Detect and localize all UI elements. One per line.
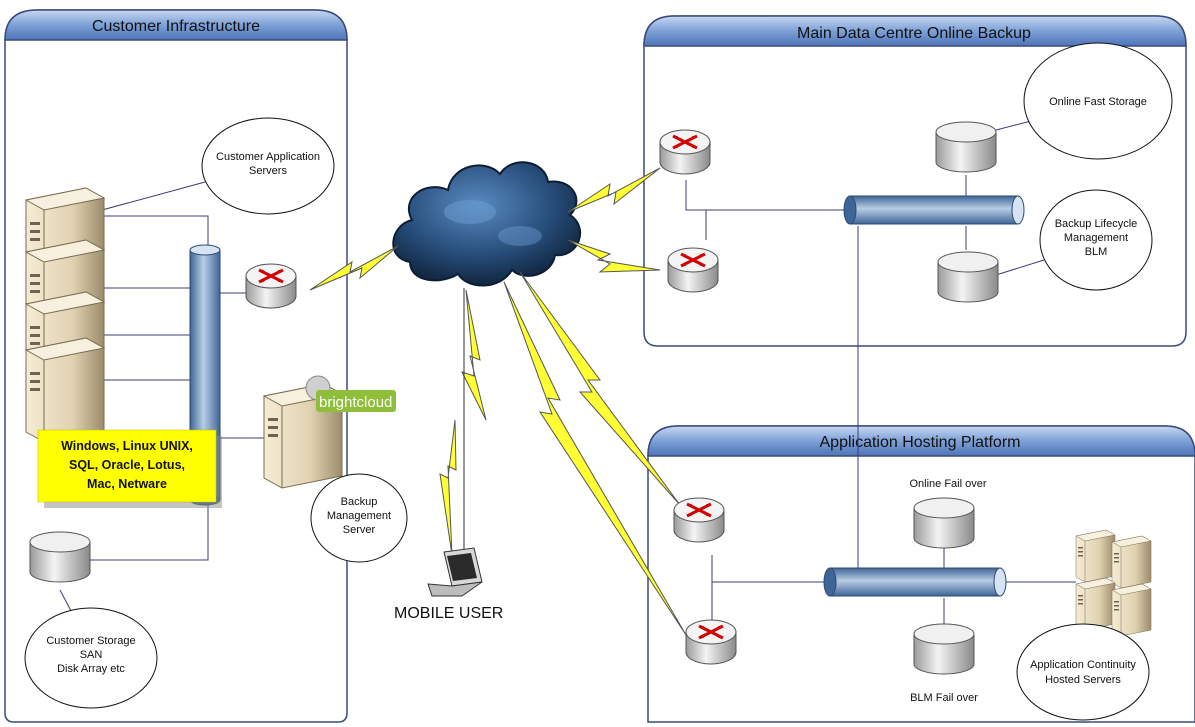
ah-router-bottom-icon: [684, 618, 738, 666]
callout-customer-app-servers: Customer Application Servers: [201, 117, 335, 215]
backup-management-server-icon: brightcloud: [263, 375, 396, 489]
internet-cloud-icon: [392, 161, 582, 287]
blm-fail-over-disk-icon: [913, 623, 975, 675]
callout-blm: Backup Lifecycle Management BLM: [1039, 189, 1153, 291]
svg-text:Customer Application: Customer Application: [216, 151, 320, 163]
svg-text:Backup Lifecycle: Backup Lifecycle: [1055, 218, 1138, 230]
svg-text:Disk Array etc: Disk Array etc: [57, 663, 125, 675]
dc-backbone-pipe: [843, 195, 1025, 225]
online-fail-over-label: Online Fail over: [909, 478, 986, 490]
blm-fail-over-label: BLM Fail over: [910, 692, 978, 704]
svg-text:SAN: SAN: [80, 649, 103, 661]
os-line-1: Windows, Linux UNIX,: [61, 439, 193, 453]
online-fast-storage-disk-icon: [935, 121, 997, 173]
panel-title-app-hosting: Application Hosting Platform: [820, 434, 1021, 451]
callout-backup-mgmt-server: Backup Management Server: [310, 473, 408, 563]
svg-text:BLM: BLM: [1085, 246, 1108, 258]
ah-router-top-icon: [672, 496, 726, 544]
svg-text:Online Fast Storage: Online Fast Storage: [1049, 96, 1147, 108]
callout-online-fast-storage: Online Fast Storage: [1023, 42, 1173, 160]
hosted-server-cluster: [1075, 529, 1152, 637]
svg-text:Application Continuity: Application Continuity: [1030, 659, 1136, 671]
dc-router-bottom-icon: [666, 246, 720, 294]
svg-text:Hosted Servers: Hosted Servers: [1045, 674, 1121, 686]
customer-storage-disk-icon: [29, 531, 91, 583]
customer-router-icon: [244, 262, 298, 310]
callout-customer-storage: Customer Storage SAN Disk Array etc: [24, 607, 158, 709]
mobile-user-laptop-icon: [427, 547, 483, 597]
svg-text:Server: Server: [343, 524, 376, 536]
panel-title-main-data-centre: Main Data Centre Online Backup: [797, 25, 1031, 42]
wan-links: [309, 167, 687, 636]
svg-text:Management: Management: [327, 510, 391, 522]
svg-text:Backup: Backup: [341, 496, 378, 508]
os-line-3: Mac, Netware: [87, 477, 167, 491]
svg-text:Servers: Servers: [249, 165, 287, 177]
os-line-2: SQL, Oracle, Lotus,: [69, 458, 185, 472]
svg-text:Customer Storage: Customer Storage: [46, 635, 135, 647]
dc-router-top-icon: [658, 128, 712, 176]
os-support-note: Windows, Linux UNIX, SQL, Oracle, Lotus,…: [37, 429, 222, 508]
customer-server-stack: [25, 187, 105, 443]
panel-title-customer-infrastructure: Customer Infrastructure: [92, 18, 260, 35]
online-fail-over-disk-icon: [913, 497, 975, 549]
callout-app-continuity: Application Continuity Hosted Servers: [1016, 623, 1150, 721]
brightcloud-logo-text: brightcloud: [319, 394, 392, 411]
blm-disk-icon: [937, 251, 999, 303]
svg-text:Management: Management: [1064, 232, 1128, 244]
mobile-user-label: MOBILE USER: [394, 605, 503, 622]
server-icon: [25, 337, 105, 443]
ah-backbone-pipe: [823, 567, 1007, 597]
